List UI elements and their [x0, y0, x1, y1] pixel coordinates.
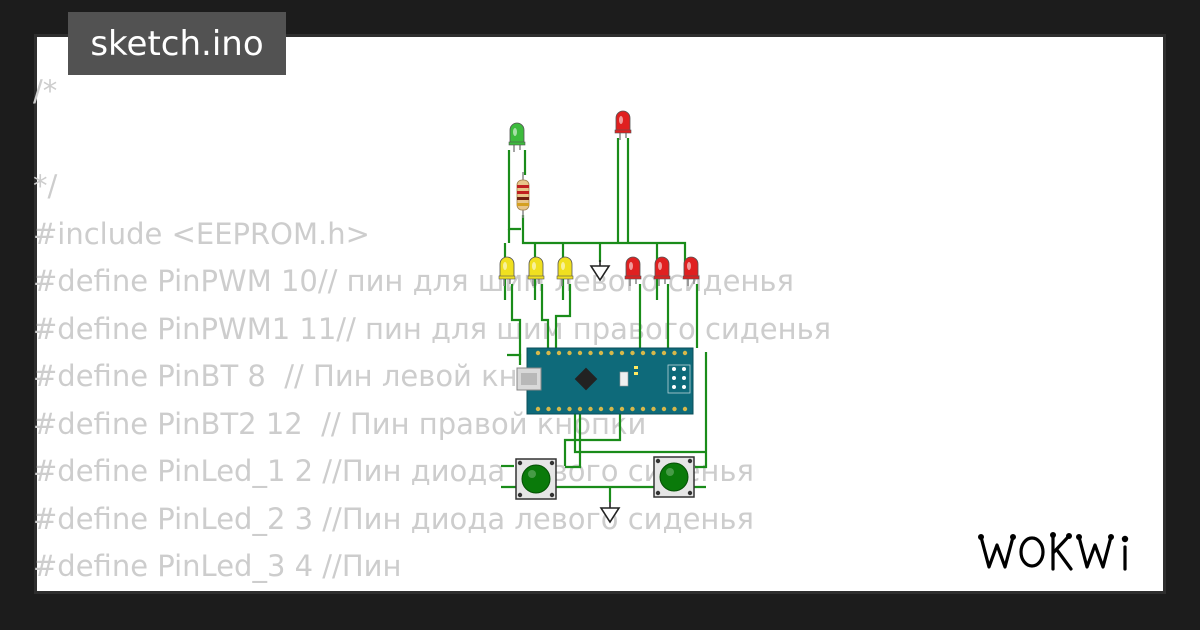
wire: [565, 412, 582, 469]
led-icon[interactable]: [653, 256, 671, 286]
led-icon[interactable]: [527, 256, 545, 286]
wire: [695, 352, 708, 469]
led-icon[interactable]: [508, 122, 526, 152]
code-line: */: [33, 169, 58, 203]
ground-icon: [589, 260, 611, 282]
wire: [507, 353, 522, 365]
code-editor: /* */ #include <EEPROM.h> #define PinPWM 10…: [33, 68, 831, 591]
wire: [573, 412, 706, 454]
wire: [563, 412, 622, 466]
wire: [521, 215, 687, 270]
led-icon[interactable]: [682, 256, 700, 286]
wokwi-logo: [978, 532, 1129, 571]
file-tab[interactable]: sketch.ino: [68, 12, 286, 75]
code-line: #define PinLed_3 4 //Пин: [33, 549, 402, 583]
pushbutton-icon[interactable]: [653, 456, 695, 498]
code-line: #define PinPWM 10// пин для шим левого с…: [33, 264, 794, 298]
wire: [510, 284, 522, 360]
wire: [540, 284, 550, 348]
code-line: /*: [33, 74, 58, 108]
led-icon[interactable]: [556, 256, 574, 286]
led-icon[interactable]: [498, 256, 516, 286]
code-line: #define PinLed_1 2 //Пин диода левого си…: [33, 454, 754, 488]
file-tab-label: sketch.ino: [90, 23, 264, 64]
code-line: #define PinPWM1 11// пин для шим правого…: [33, 311, 832, 346]
led-icon[interactable]: [624, 256, 642, 286]
wire: [554, 284, 572, 348]
pushbutton-icon[interactable]: [515, 458, 557, 500]
resistor-icon[interactable]: [516, 172, 530, 218]
project-preview-card: [34, 34, 1166, 594]
ground-icon: [599, 502, 621, 524]
code-line: #include <EEPROM.h>: [33, 216, 370, 251]
code-line: #define PinLed_2 3 //Пин диода левого си…: [33, 501, 754, 536]
led-icon[interactable]: [614, 110, 632, 140]
arduino-nano-icon[interactable]: [516, 347, 694, 415]
